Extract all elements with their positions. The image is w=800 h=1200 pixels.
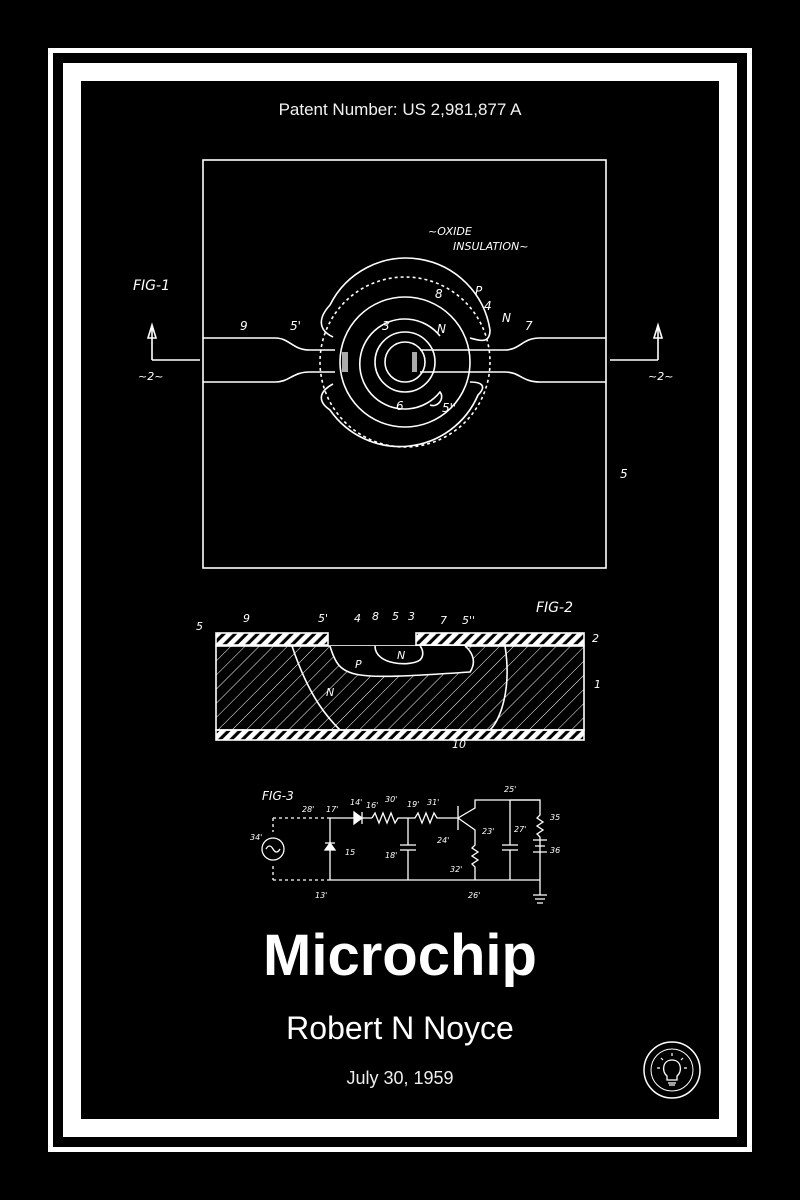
ref-label: 10	[452, 738, 466, 751]
fig2-bottom-contact	[216, 730, 584, 740]
fig1-contact-right	[412, 352, 417, 372]
fig3-diode	[354, 812, 362, 824]
ref-label: 36	[550, 846, 560, 855]
ref-label: P	[355, 658, 362, 671]
ref-label: 23'	[482, 827, 494, 836]
ref-label: 16'	[366, 801, 378, 810]
figure-1: FIG-1 ~OXIDE INSULATION~ ~2~ ~2~ 9 5' 3 …	[133, 160, 673, 568]
ref-label: 35	[550, 813, 560, 822]
ref-label: 5	[620, 467, 628, 481]
ref-label: N	[502, 311, 511, 325]
fig1-section-label: ~2~	[648, 370, 673, 383]
lightbulb-seal-icon	[642, 1040, 702, 1100]
ref-label: 25'	[504, 785, 516, 794]
ref-label: 4	[354, 612, 361, 625]
figure-3: FIG-3 28' 17' 14' 16' 30' 19' 31' 25' 34…	[250, 785, 560, 903]
fig3-transistor	[458, 800, 540, 880]
ref-label: 9	[243, 612, 250, 625]
fig3-battery-load	[510, 800, 547, 903]
ref-label: 18'	[385, 851, 397, 860]
fig1-section-label: ~2~	[138, 370, 163, 383]
ref-label: P	[475, 284, 483, 298]
ref-label: 2	[592, 632, 599, 645]
ref-label: 24'	[437, 836, 449, 845]
ref-label: 5''	[462, 614, 475, 627]
ref-label: 3	[382, 319, 390, 333]
fig3-capacitor-27	[502, 800, 518, 880]
ref-label: 5'	[318, 612, 328, 625]
fig1-left-lead	[203, 338, 335, 382]
fig3-resistors	[372, 813, 458, 823]
ref-label: 13'	[315, 891, 327, 900]
fig3-label: FIG-3	[262, 789, 294, 803]
ref-label: 8	[435, 287, 443, 301]
ref-label: 15	[345, 848, 355, 857]
ref-label: 6	[396, 399, 404, 413]
ref-label: 4	[484, 299, 492, 313]
fig1-ring-6	[385, 342, 425, 382]
ref-label: 3	[408, 610, 415, 623]
ref-label: 9	[240, 319, 248, 333]
ref-label: 19'	[407, 800, 419, 809]
ref-label: 26'	[468, 891, 480, 900]
ref-label: 5''	[442, 401, 456, 415]
fig3-refs: 28' 17' 14' 16' 30' 19' 31' 25' 34' 15 1…	[250, 785, 560, 900]
ref-label: 5	[196, 620, 203, 633]
ref-label: 34'	[250, 833, 262, 842]
ref-label: 14'	[350, 798, 362, 807]
ref-label: 17'	[326, 805, 338, 814]
invention-title: Microchip	[0, 922, 800, 989]
fig1-contact-left	[342, 352, 348, 372]
ref-label: N	[326, 686, 334, 699]
fig3-dashed-wires	[273, 818, 330, 880]
fig1-substrate-outline	[203, 160, 606, 568]
fig1-label: FIG-1	[133, 278, 170, 294]
fig1-ring-3	[375, 332, 435, 392]
fig3-capacitor-18	[400, 818, 416, 880]
fig2-oxide-left	[216, 633, 328, 645]
ref-label: 31'	[427, 798, 439, 807]
fig1-section-arrow-left	[148, 325, 200, 360]
ref-label: 5'	[290, 319, 301, 333]
ref-label: 7	[525, 319, 533, 333]
ref-label: 1	[594, 678, 601, 691]
fig3-zener	[325, 843, 335, 850]
fig1-annotation: INSULATION~	[453, 240, 528, 253]
ref-label: 7	[440, 614, 447, 627]
ref-label: 32'	[450, 865, 462, 874]
figure-2: FIG-2 5 9 5' 4 8 5 3 7 5'' 2 1 10 P N N	[196, 600, 601, 751]
fig2-label: FIG-2	[536, 600, 573, 616]
ref-label: 30'	[385, 795, 397, 804]
ref-label: N	[437, 322, 446, 336]
fig3-wires	[330, 818, 540, 880]
fig1-right-lead	[420, 338, 606, 382]
ref-label: 5	[392, 610, 399, 623]
fig1-section-arrow-right	[610, 325, 662, 360]
fig1-annotation: ~OXIDE	[428, 225, 472, 238]
fig3-sine-icon	[266, 846, 280, 852]
ref-label: 27'	[514, 825, 526, 834]
ref-label: 8	[372, 610, 379, 623]
fig2-oxide-right	[416, 633, 584, 645]
ref-label: 28'	[302, 805, 314, 814]
ref-label: N	[397, 649, 405, 662]
